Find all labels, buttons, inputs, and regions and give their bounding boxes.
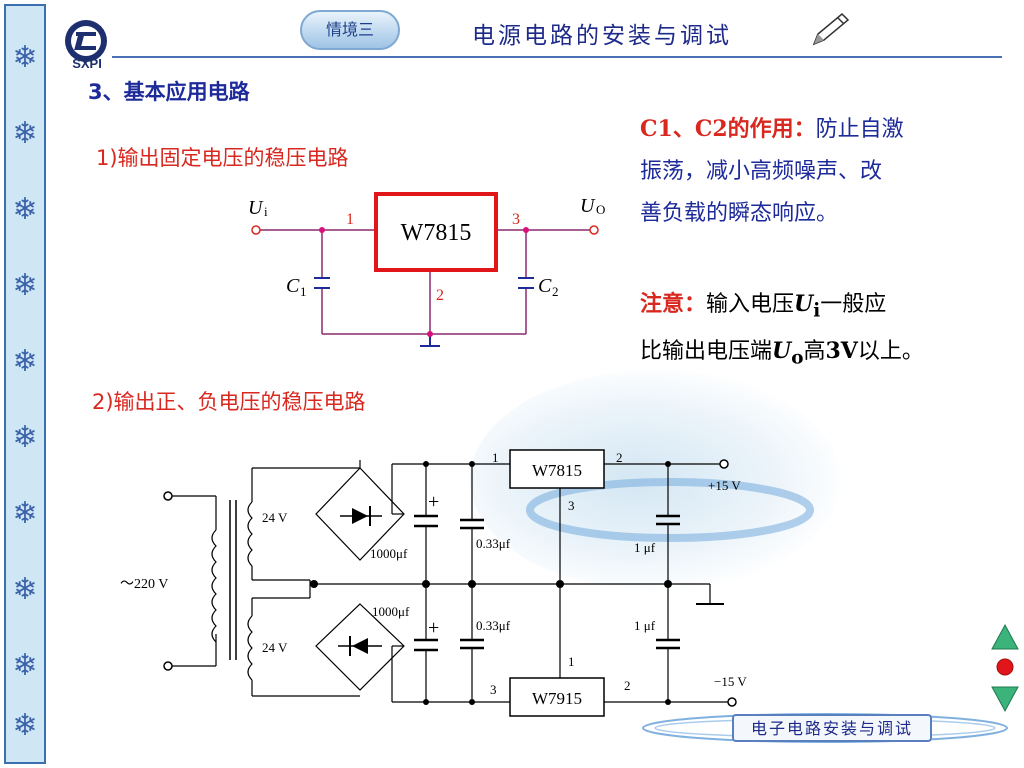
pencil-icon (812, 12, 850, 46)
positive-output-label: +15 V (708, 478, 741, 493)
header-divider (112, 56, 1002, 58)
output-voltage-label: U (580, 195, 596, 217)
negative-regulator-label: W7915 (532, 689, 582, 708)
snowflake-icon: ❄ (12, 708, 38, 743)
pin-label: 3 (568, 498, 575, 513)
output-voltage-sub: O (596, 202, 605, 217)
section-title: 3、基本应用电路 (88, 80, 250, 104)
snowflake-icon: ❄ (12, 192, 38, 227)
subsection-title-2: 2)输出正、负电压的稳压电路 (92, 390, 366, 414)
pin-label: 3 (512, 211, 520, 228)
polarity-mark: + (428, 491, 439, 513)
capacitor-value: 0.33μf (476, 618, 511, 633)
capacitor-value: 1 μf (634, 618, 656, 633)
snowflake-icon: ❄ (12, 496, 38, 531)
pin-label: 2 (624, 678, 631, 693)
pin-label: 2 (436, 287, 444, 304)
fixed-output-circuit-diagram: W7815 1 3 2 U i U O C 1 C 2 (248, 192, 605, 347)
sidebar-decoration: ❄ ❄ ❄ ❄ ❄ ❄ ❄ ❄ ❄ ❄ (4, 4, 46, 764)
pin-label: 1 (568, 654, 575, 669)
capacitor-note: C1、C2的作用：防止自激 振荡，减小高频噪声、改 善负载的瞬态响应。 (640, 108, 990, 235)
positive-regulator-label: W7815 (532, 461, 582, 480)
dual-output-circuit-diagram: W7815 W7915 1 2 3 1 2 3 24 V 24 V ～220 V… (120, 449, 747, 717)
warning-text: 以上。 (857, 339, 924, 365)
snowflake-icon: ❄ (12, 40, 38, 75)
capacitor-c2-sub: 2 (552, 284, 559, 299)
footer-course-label: 电子电路安装与调试 (732, 714, 932, 742)
snowflake-icon: ❄ (12, 344, 38, 379)
polarity-mark: + (428, 617, 439, 639)
capacitor-c1-sub: 1 (300, 284, 307, 299)
warning-note: 注意：输入电压Ui一般应 比输出电压端Uo高3V以上。 (640, 284, 1000, 379)
symbol-sub: i (813, 300, 821, 322)
symbol-u: U (772, 338, 792, 365)
snowflake-icon: ❄ (12, 116, 38, 151)
pin-label: 3 (490, 682, 497, 697)
note-text: 防止自激 (815, 117, 904, 142)
capacitor-value: 1 μf (634, 540, 656, 555)
capacitor-c2-label: C (538, 275, 552, 297)
secondary-voltage-label: 24 V (262, 640, 288, 655)
warning-text: 高 (803, 339, 826, 365)
capacitor-value: 1000μf (372, 604, 410, 619)
symbol-u: U (794, 291, 814, 317)
mains-voltage-label: ～220 V (120, 577, 168, 592)
input-voltage-label: U (248, 197, 264, 219)
negative-output-label: −15 V (714, 674, 747, 689)
pin-label: 1 (492, 450, 499, 465)
warning-label: 注意： (640, 291, 707, 317)
logo-text: SXPI (72, 56, 102, 71)
snowflake-icon: ❄ (12, 572, 38, 607)
subsection-title-1: 1)输出固定电压的稳压电路 (96, 146, 349, 170)
capacitor-value: 1000μf (370, 546, 408, 561)
note-text: 振荡，减小高频噪声、改 (640, 159, 883, 184)
capacitor-value: 0.33μf (476, 536, 511, 551)
snowflake-icon: ❄ (12, 420, 38, 455)
warning-text: 输入电压 (706, 292, 795, 317)
snowflake-icon: ❄ (12, 648, 38, 683)
note-text: 善负载的瞬态响应。 (640, 201, 839, 226)
orbit-ring-decoration (526, 478, 814, 542)
warning-text: 比输出电压端 (640, 339, 773, 365)
capacitor-c1-label: C (286, 275, 300, 297)
next-slide-button[interactable] (990, 684, 1020, 714)
pin-label: 2 (616, 450, 623, 465)
snowflake-icon: ❄ (12, 268, 38, 303)
note-label: C1、C2的作用： (640, 116, 816, 142)
pin-label: 1 (346, 211, 354, 228)
prev-slide-button[interactable] (990, 622, 1020, 652)
symbol-sub: o (791, 347, 804, 369)
warning-text: 3V (825, 338, 858, 365)
input-voltage-sub: i (264, 204, 268, 219)
warning-text: 一般应 (820, 292, 887, 317)
school-logo-icon (65, 20, 107, 62)
scenario-tab[interactable]: 情境三 (300, 10, 400, 50)
page-title: 电源电路的安装与调试 (472, 23, 732, 49)
home-button[interactable] (990, 655, 1020, 679)
regulator-ic-label: W7815 (401, 220, 472, 246)
secondary-voltage-label: 24 V (262, 510, 288, 525)
